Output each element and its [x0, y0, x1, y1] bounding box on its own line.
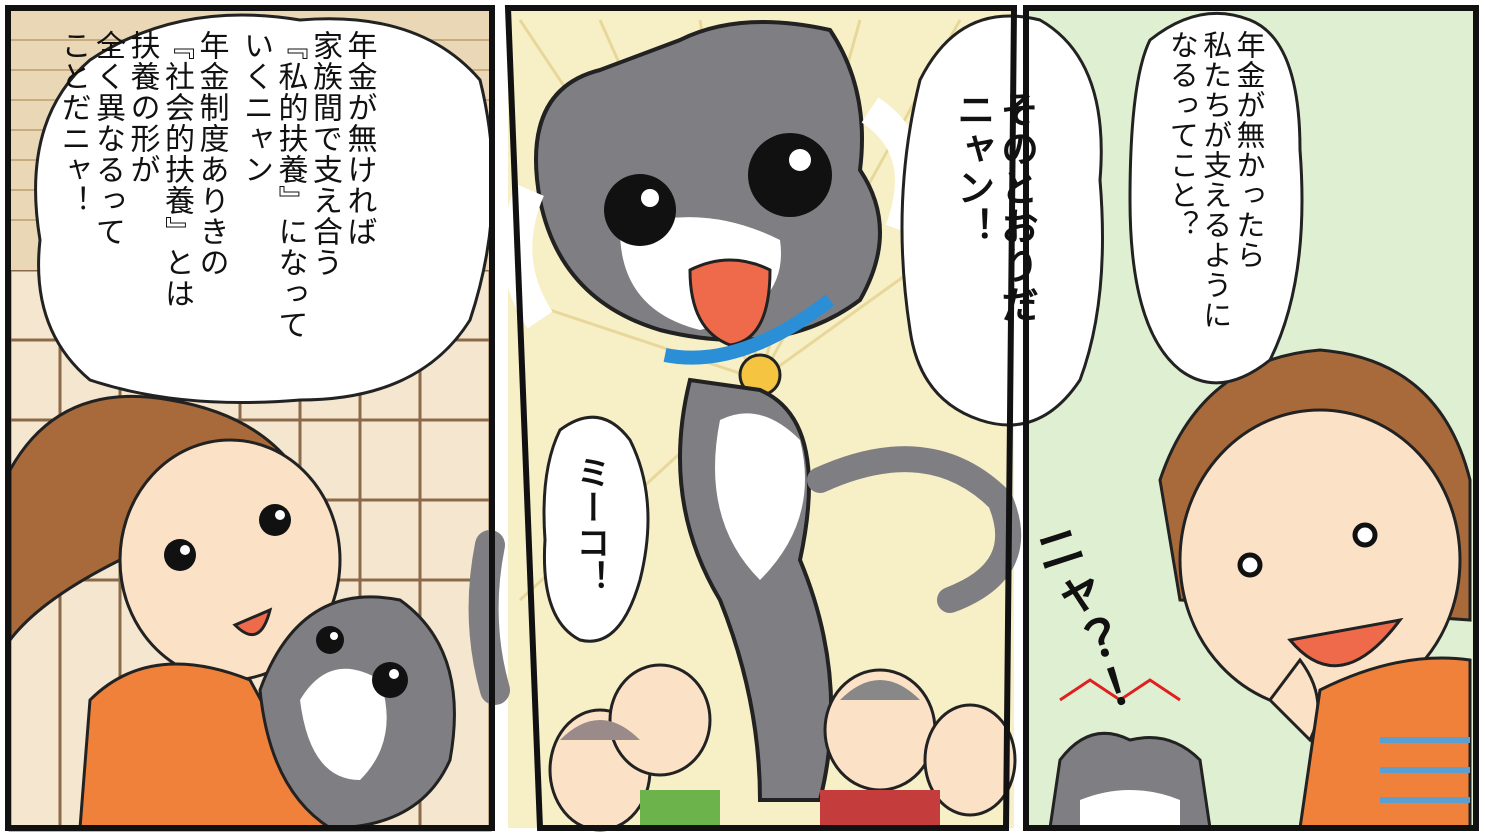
left-panel-border: [5, 5, 495, 831]
speech-left: 年金が無ければ 家族間で支え合う 『私的扶養』になって いくニャン 年金制度あり…: [55, 30, 377, 340]
small-cat-left: [258, 530, 510, 830]
small-cat-right: [1048, 678, 1212, 830]
right-panel-border: [1023, 5, 1479, 831]
middle-panel-border: [504, 5, 1018, 831]
bubble-middle-name: [542, 415, 650, 643]
woman-right: [1158, 348, 1472, 830]
family-bottom: [548, 663, 1017, 832]
bubble-right: [1128, 11, 1304, 385]
jumping-cat: [502, 20, 1022, 802]
speech-cat-middle: そのとおりだ ニャン！: [950, 90, 1039, 324]
woman-left: [8, 394, 342, 830]
speech-name-middle: ミーコ！: [570, 455, 611, 595]
speech-right: 年金が無かったら 私たちが支えるように なるってこと？: [1165, 30, 1267, 330]
bubble-middle-top: [900, 14, 1104, 427]
